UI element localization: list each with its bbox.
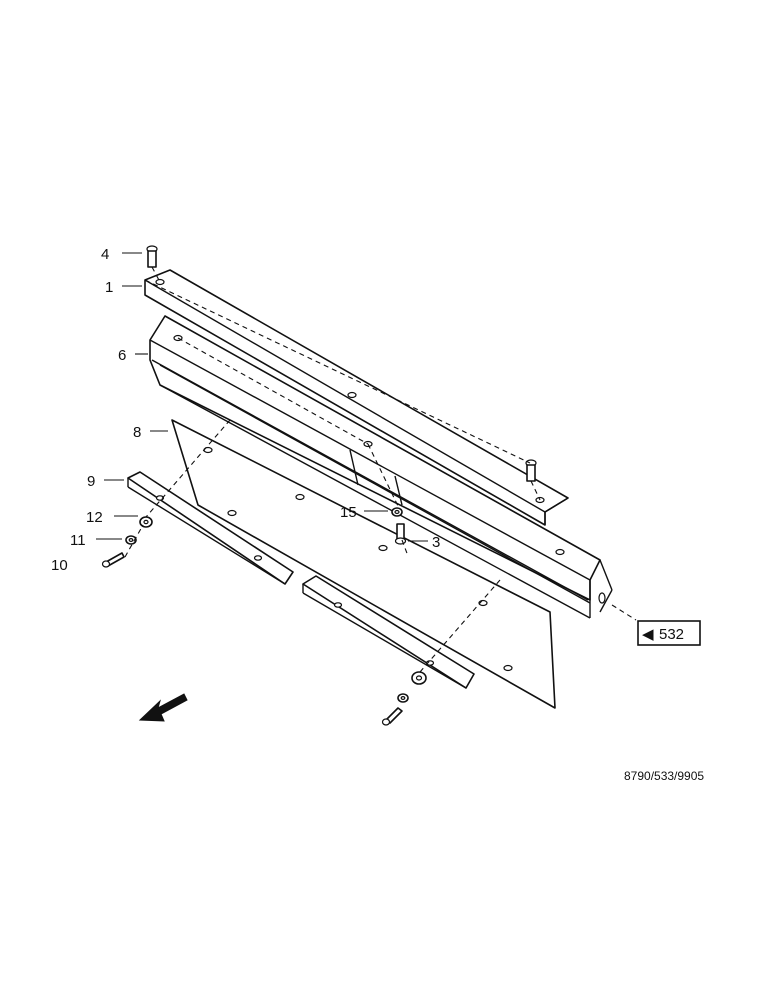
part-6-channel	[149, 315, 613, 619]
callout-6: 6	[118, 347, 126, 364]
reference-arrow-icon: ◀	[642, 626, 654, 643]
callout-15: 15	[340, 504, 357, 521]
part-10-bolt	[101, 552, 125, 568]
reference-page-number: 532	[659, 626, 684, 643]
callout-11: 11	[70, 532, 86, 549]
part-4-bolt-right	[525, 459, 537, 482]
part-8-plate	[171, 419, 556, 709]
callout-1: 1	[105, 279, 113, 296]
callout-4: 4	[101, 246, 109, 263]
part-15-nut	[391, 507, 403, 517]
part-11-washer	[125, 535, 137, 545]
lower-bolt	[381, 707, 403, 726]
drawing-number: 8790/533/9905	[624, 769, 704, 783]
lower-washer	[411, 671, 427, 685]
part-3-bolt	[394, 523, 407, 545]
callout-8: 8	[133, 424, 141, 441]
callout-leaders	[96, 252, 428, 542]
part-9-strip-left	[127, 471, 294, 585]
callout-3: 3	[432, 534, 440, 551]
part-12-washer	[139, 516, 153, 528]
lower-nut	[397, 693, 409, 703]
callout-9: 9	[87, 473, 95, 490]
page-reference-link[interactable]: ◀ 532	[637, 620, 701, 646]
part-4-bolt	[146, 245, 158, 268]
callout-labels: 4 1 6 8 9 12 11 10 15 3	[51, 246, 440, 574]
callout-12: 12	[86, 509, 103, 526]
callout-10: 10	[51, 557, 68, 574]
direction-arrow-icon	[138, 693, 188, 722]
assembly-leaders	[124, 266, 637, 673]
